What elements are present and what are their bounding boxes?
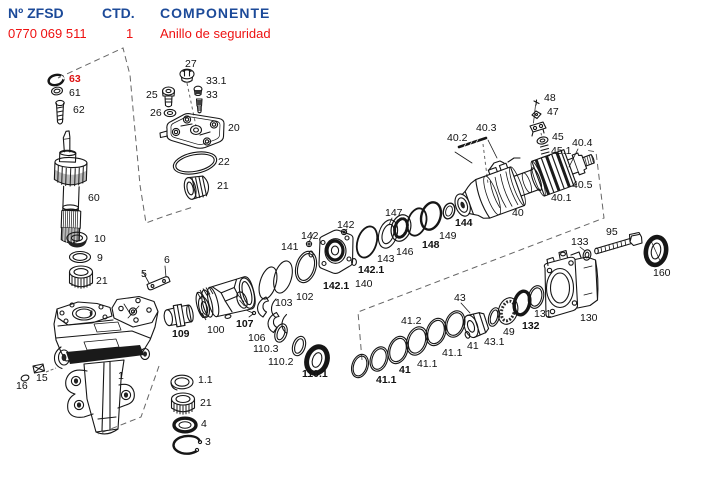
svg-text:131: 131: [534, 308, 552, 320]
svg-text:40.4: 40.4: [572, 137, 593, 149]
svg-text:110.2: 110.2: [268, 356, 294, 368]
svg-text:COMPONENTE: COMPONENTE: [160, 5, 270, 21]
svg-text:20: 20: [228, 122, 240, 134]
svg-text:Nº ZFSD: Nº ZFSD: [8, 5, 64, 21]
svg-text:62: 62: [73, 104, 85, 116]
svg-text:1: 1: [126, 26, 133, 41]
svg-text:63: 63: [69, 73, 81, 85]
svg-text:103: 103: [275, 297, 293, 309]
svg-text:130: 130: [580, 312, 598, 324]
svg-text:CTD.: CTD.: [102, 5, 135, 21]
svg-text:102: 102: [296, 291, 314, 303]
svg-text:110.3: 110.3: [253, 343, 279, 355]
svg-text:48: 48: [544, 92, 556, 104]
svg-text:21: 21: [217, 180, 229, 192]
svg-text:45: 45: [552, 131, 564, 143]
svg-text:95: 95: [606, 226, 618, 238]
svg-text:43.1: 43.1: [484, 336, 505, 348]
svg-text:107: 107: [236, 318, 254, 330]
svg-text:9: 9: [97, 252, 103, 264]
svg-text:132: 132: [522, 320, 540, 332]
svg-text:5: 5: [141, 268, 147, 280]
svg-text:160: 160: [653, 267, 671, 279]
svg-text:1.1: 1.1: [198, 374, 213, 386]
svg-text:147: 147: [385, 207, 403, 219]
svg-text:143: 143: [377, 253, 395, 265]
svg-text:144: 144: [455, 217, 473, 229]
svg-text:45.1: 45.1: [551, 145, 572, 157]
svg-text:6: 6: [164, 254, 170, 266]
svg-text:40.5: 40.5: [572, 179, 593, 191]
svg-text:149: 149: [439, 230, 457, 242]
svg-text:41: 41: [467, 340, 479, 352]
svg-text:41.1: 41.1: [417, 358, 438, 370]
svg-text:100: 100: [207, 324, 225, 336]
svg-text:40.2: 40.2: [447, 132, 468, 144]
svg-text:142: 142: [337, 219, 355, 231]
svg-text:148: 148: [422, 239, 440, 251]
svg-text:40: 40: [512, 207, 524, 219]
svg-text:26: 26: [150, 107, 162, 119]
svg-text:47: 47: [547, 106, 559, 118]
svg-text:33: 33: [206, 89, 218, 101]
svg-text:142: 142: [301, 230, 319, 242]
svg-text:0770 069 511: 0770 069 511: [8, 26, 87, 41]
svg-text:40.1: 40.1: [551, 192, 572, 204]
svg-text:10: 10: [94, 233, 106, 245]
svg-text:27: 27: [185, 58, 197, 70]
svg-text:140: 140: [355, 278, 373, 290]
svg-text:16: 16: [16, 380, 28, 392]
svg-text:106: 106: [248, 332, 266, 344]
svg-text:15: 15: [36, 372, 48, 384]
svg-text:21: 21: [96, 275, 108, 287]
svg-text:41: 41: [399, 364, 411, 376]
svg-text:141: 141: [281, 241, 299, 253]
svg-text:4: 4: [201, 418, 207, 430]
svg-text:61: 61: [69, 87, 81, 99]
svg-text:33.1: 33.1: [206, 75, 227, 87]
svg-text:3: 3: [205, 436, 211, 448]
svg-text:1: 1: [118, 370, 124, 382]
svg-text:22: 22: [218, 156, 230, 168]
svg-text:60: 60: [88, 192, 100, 204]
svg-text:41.2: 41.2: [401, 315, 422, 327]
svg-text:41.1: 41.1: [376, 374, 397, 386]
svg-text:109: 109: [172, 328, 190, 340]
svg-text:41.1: 41.1: [442, 347, 463, 359]
svg-text:133: 133: [571, 236, 589, 248]
svg-text:21: 21: [200, 397, 212, 409]
svg-text:Anillo de seguridad: Anillo de seguridad: [160, 26, 271, 41]
svg-text:49: 49: [503, 326, 515, 338]
svg-text:146: 146: [396, 246, 414, 258]
svg-text:110.1: 110.1: [302, 368, 328, 380]
svg-text:40.3: 40.3: [476, 122, 497, 134]
svg-text:142.1: 142.1: [323, 280, 349, 292]
svg-text:25: 25: [146, 89, 158, 101]
svg-text:142.1: 142.1: [358, 264, 384, 276]
svg-text:43: 43: [454, 292, 466, 304]
